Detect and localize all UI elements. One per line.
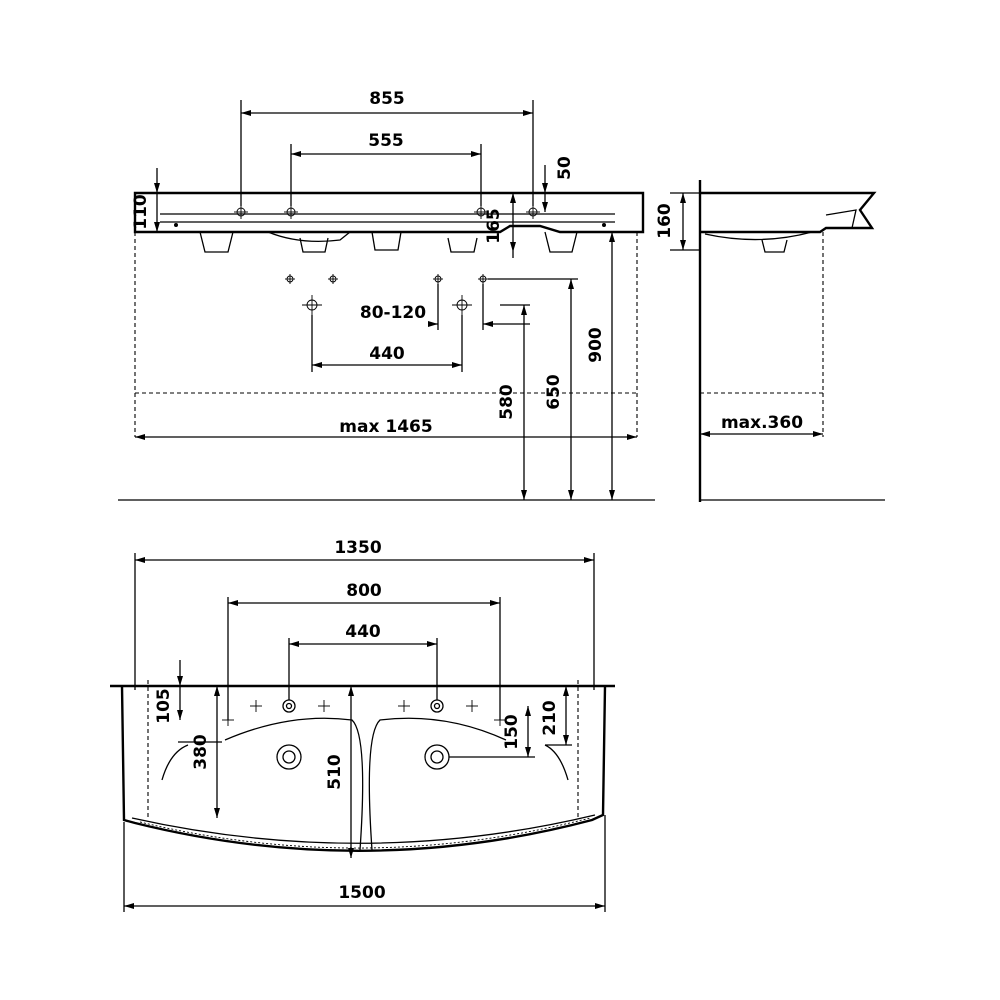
dim-max-360: max.360 (721, 413, 803, 433)
front-tap-holes (234, 205, 540, 219)
dim-80-120: 80-120 (360, 303, 426, 323)
bowl-right (368, 717, 507, 851)
bowl-left-edge (161, 744, 189, 781)
basin-side-lip (825, 209, 857, 229)
basin-front-outline (133, 191, 645, 234)
plan-front-inner (131, 814, 596, 844)
dim-580: 580 (497, 384, 517, 420)
dim-380: 380 (191, 734, 211, 770)
plan-view: 1350 800 440 105 380 510 (110, 538, 615, 912)
plan-outline (120, 685, 607, 852)
plan-tap-holes (282, 699, 444, 713)
basin-bowl-left (267, 231, 351, 242)
dim-110: 110 (131, 194, 151, 230)
trap-4 (447, 237, 478, 253)
dim-650: 650 (544, 374, 564, 410)
trap-3 (371, 231, 402, 251)
basin-side-bowl (704, 231, 813, 241)
bowl-left (224, 717, 364, 851)
front-elevation: 855 555 50 110 165 80-120 (118, 89, 655, 501)
dim-160: 160 (655, 203, 675, 239)
dim-800: 800 (346, 581, 382, 601)
dim-855: 855 (369, 89, 405, 109)
dim-1500: 1500 (338, 883, 385, 903)
dim-1350: 1350 (334, 538, 381, 558)
dim-555: 555 (368, 131, 404, 151)
dim-440-holes: 440 (369, 344, 405, 364)
trap-1 (199, 231, 234, 253)
drains (276, 744, 450, 770)
dim-210: 210 (540, 700, 560, 736)
dim-440-plan: 440 (345, 622, 381, 642)
trap-2 (299, 237, 329, 253)
side-elevation: 160 max.360 (655, 180, 885, 502)
dim-510: 510 (325, 754, 345, 790)
dim-50: 50 (555, 156, 575, 180)
dim-105: 105 (154, 688, 174, 724)
dim-max-1465: max 1465 (339, 417, 432, 437)
dim-900: 900 (586, 327, 606, 363)
plan-crosses (222, 700, 506, 726)
basin-side-outline (700, 191, 877, 234)
wall-connections (285, 274, 488, 315)
trap-5 (544, 231, 578, 253)
dim-165: 165 (484, 208, 504, 244)
dim-150: 150 (502, 714, 522, 750)
bowl-right-edge (544, 744, 569, 781)
side-trap (761, 239, 788, 253)
